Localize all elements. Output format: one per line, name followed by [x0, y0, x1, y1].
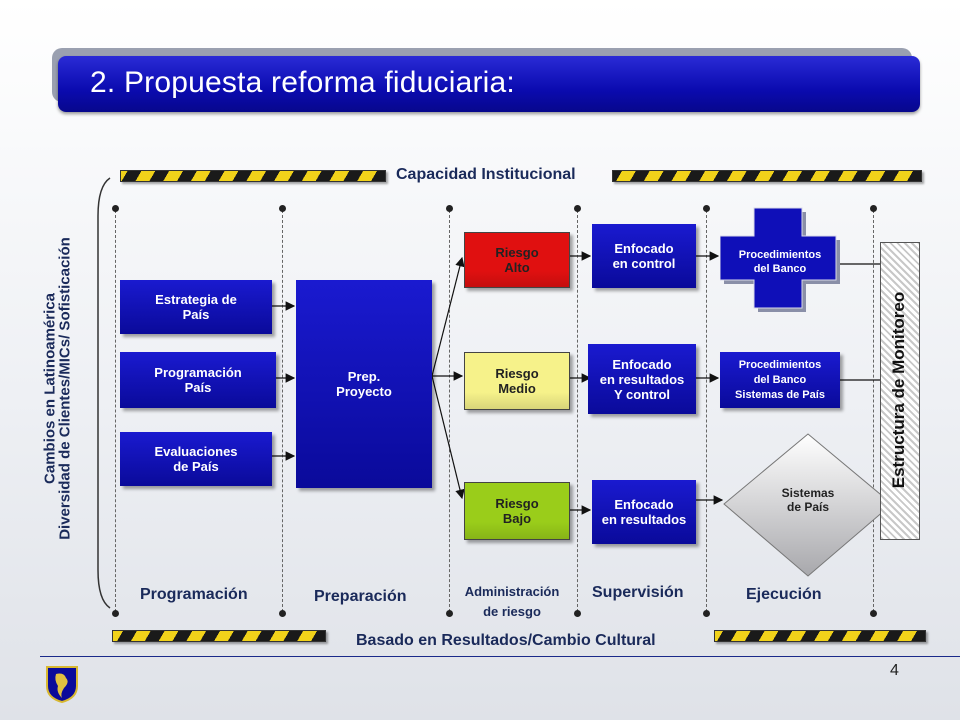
column-dot: [703, 610, 710, 617]
column-dot: [574, 610, 581, 617]
column-label-preparacion: Preparación: [314, 588, 407, 605]
column-dot: [703, 205, 710, 212]
footer-line: [40, 656, 960, 657]
top-band-label: Capacidad Institucional: [396, 166, 576, 183]
bottom-stripe-left: [112, 630, 326, 642]
diamond-label: Sistemas de País: [781, 486, 835, 514]
top-stripe-left: [120, 170, 386, 182]
page-number: 4: [890, 662, 899, 679]
column-label-admin-riesgo: Administración de riesgo: [464, 584, 560, 619]
diamond-sistemas-pais: [723, 433, 893, 577]
cross-procedimientos-banco: [720, 207, 840, 312]
column-divider: [706, 210, 707, 612]
box-prep-proyecto: Prep.Proyecto: [296, 280, 432, 488]
column-divider: [577, 210, 578, 612]
monitoring-structure-bar: [880, 242, 920, 540]
column-divider: [449, 210, 450, 612]
column-dot: [279, 205, 286, 212]
monitoring-structure-label: Estructura de Monitoreo: [889, 291, 908, 489]
column-dot: [112, 610, 119, 617]
column-label-programacion: Programación: [140, 586, 248, 603]
top-stripe-right: [612, 170, 922, 182]
column-label-supervision: Supervisión: [592, 584, 684, 601]
column-dot: [446, 205, 453, 212]
shield-logo-icon: [46, 666, 78, 704]
column-dot: [870, 205, 877, 212]
bottom-band-label: Basado en Resultados/Cambio Cultural: [356, 632, 656, 649]
bottom-stripe-right: [714, 630, 926, 642]
column-divider: [115, 210, 116, 612]
cross-label: Procedimientos del Banco: [738, 249, 822, 275]
left-bracket: [97, 177, 111, 609]
column-divider: [873, 210, 874, 612]
column-dot: [574, 205, 581, 212]
column-dot: [870, 610, 877, 617]
column-dot: [446, 610, 453, 617]
column-dot: [279, 610, 286, 617]
column-dot: [112, 205, 119, 212]
column-label-ejecucion: Ejecución: [746, 586, 822, 603]
title-bar: [58, 56, 920, 112]
column-divider: [282, 210, 283, 612]
slide-title: 2. Propuesta reforma fiduciaria:: [90, 66, 515, 99]
